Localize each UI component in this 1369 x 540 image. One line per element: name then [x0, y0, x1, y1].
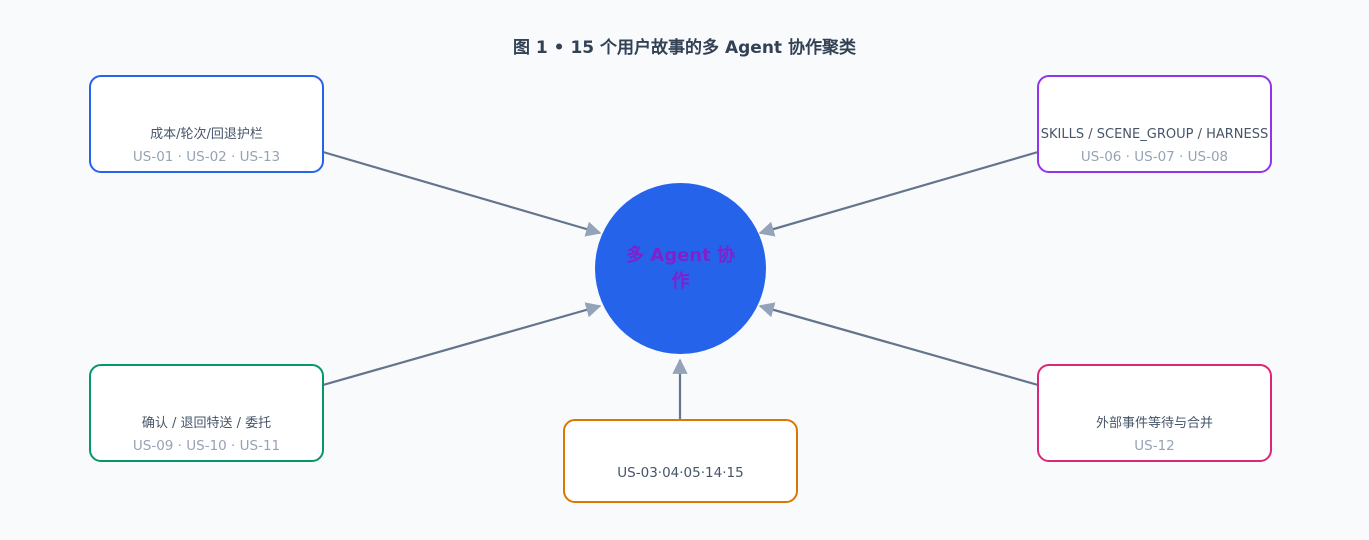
node-story-ids: US-06 · US-07 · US-08 — [1080, 149, 1229, 165]
node-story-ids: US-01 · US-02 · US-13 — [132, 149, 281, 165]
edge-skills-to-hub — [758, 150, 1039, 237]
edge-confirm-to-hub — [322, 302, 602, 387]
node-external: 外部事件等待与合并 US-12 — [1037, 364, 1272, 462]
node-story-ids: US-09 · US-10 · US-11 — [132, 438, 281, 454]
node-skills: SKILLS / SCENE_GROUP / HARNESS US-06 · U… — [1037, 75, 1272, 173]
node-label: 外部事件等待与合并 — [1095, 416, 1213, 431]
node-guardrails: 成本/轮次/回退护栏 US-01 · US-02 · US-13 — [89, 75, 324, 173]
node-label: SKILLS / SCENE_GROUP / HARNESS — [1040, 127, 1269, 142]
node-confirm: 确认 / 退回特送 / 委托 US-09 · US-10 · US-11 — [89, 364, 324, 462]
node-story-ids: US-12 — [1134, 438, 1175, 454]
edge-external-to-hub — [758, 302, 1039, 387]
edge-guardrails-to-hub — [322, 150, 602, 237]
node-label: 成本/轮次/回退护栏 — [150, 127, 263, 142]
node-label: 确认 / 退回特送 / 委托 — [141, 416, 272, 431]
diagram-title: 图 1 • 15 个用户故事的多 Agent 协作聚类 — [513, 38, 856, 58]
hub-label: 多 Agent 协作 — [626, 244, 735, 292]
node-label: US-03·04·05·14·15 — [617, 465, 744, 481]
node-bottom: US-03·04·05·14·15 — [563, 419, 798, 503]
hub-node: 多 Agent 协作 — [595, 183, 766, 354]
